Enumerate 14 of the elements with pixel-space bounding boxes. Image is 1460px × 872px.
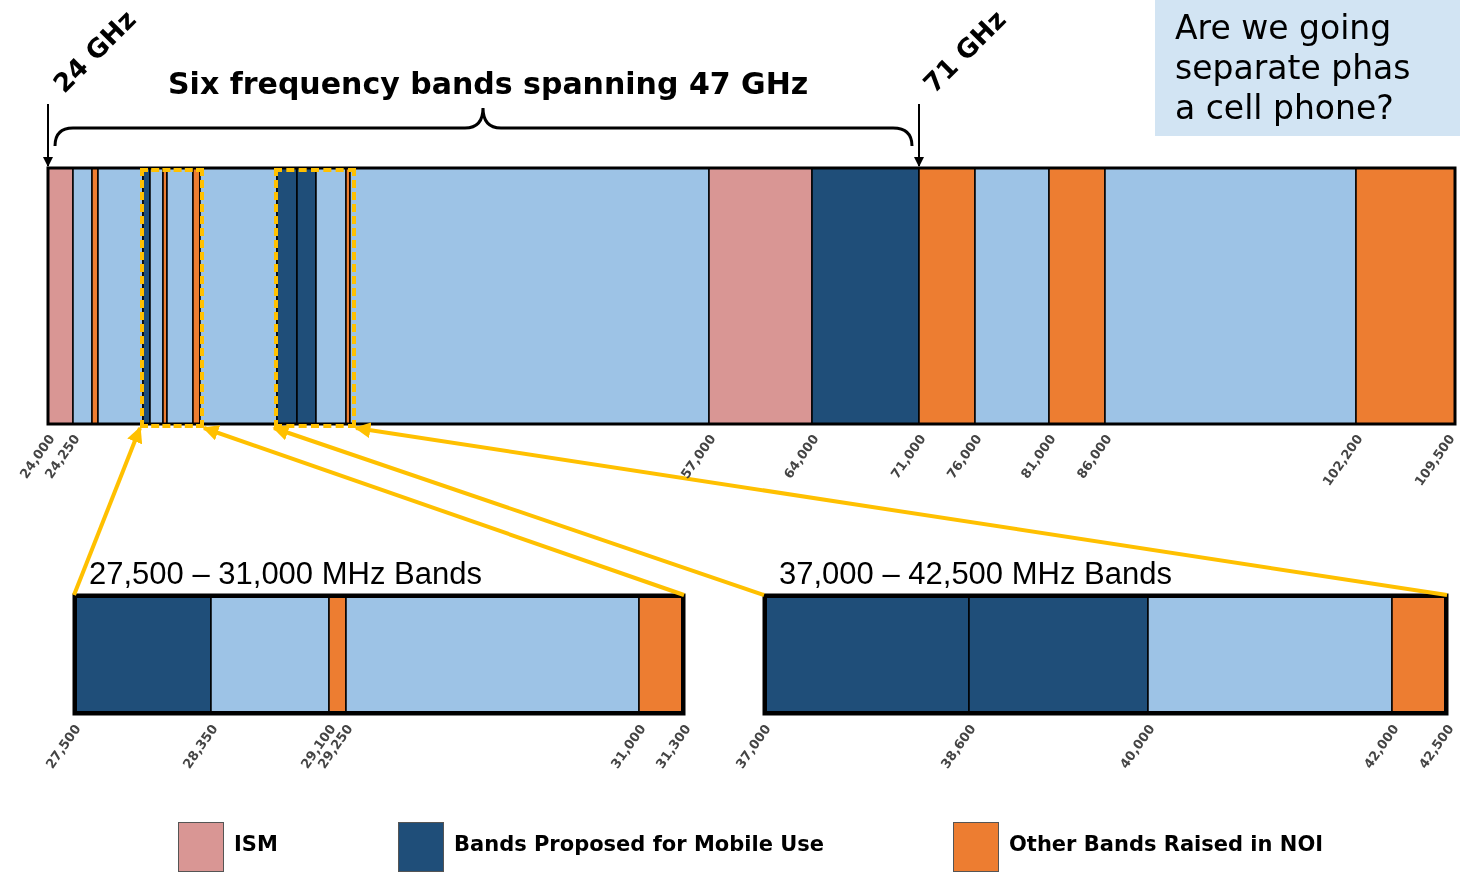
zoom-highlight-box — [140, 168, 204, 428]
arrow — [354, 422, 1448, 597]
legend-label: ISM — [234, 832, 278, 856]
arrow — [72, 426, 143, 596]
chart-title: Six frequency bands spanning 47 GHz — [168, 66, 809, 102]
question-text: Are we going separate phas a cell phone? — [1175, 8, 1412, 128]
legend-label: Other Bands Raised in NOI — [1009, 832, 1324, 856]
note-box — [1155, 0, 1460, 136]
arrow — [202, 425, 685, 597]
zoom-highlight-box — [274, 168, 356, 428]
band-range-title: 37,000 – 42,500 MHz Bands — [779, 556, 1172, 592]
legend-label: Bands Proposed for Mobile Use — [454, 832, 825, 856]
band-range-title: 27,500 – 31,000 MHz Bands — [89, 556, 482, 592]
arrow — [272, 425, 765, 597]
